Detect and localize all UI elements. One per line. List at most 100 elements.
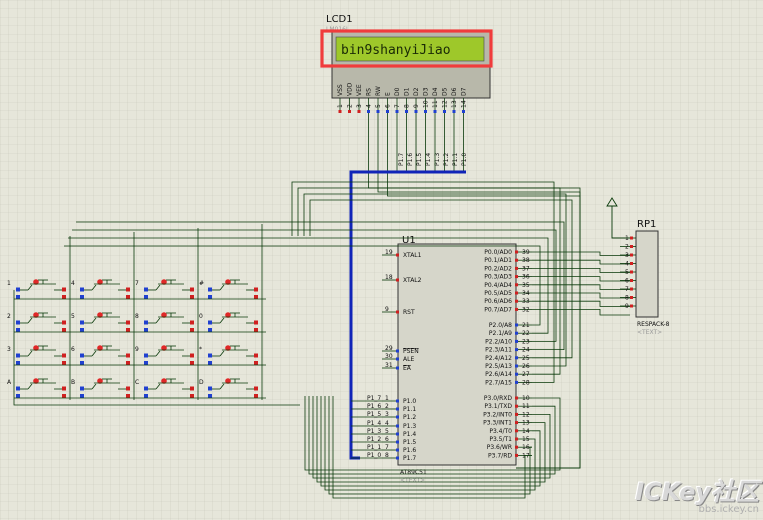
keypad-button[interactable]: 1 <box>7 279 66 299</box>
lcd-pin-number: 5 <box>375 104 382 108</box>
mcu-right-pin-name: P0.3/AD3 <box>484 274 512 281</box>
keypad-button[interactable]: A <box>7 378 66 398</box>
respack-pin: 7 <box>620 286 636 293</box>
mcu-left-pin-name: P1.0 <box>403 398 416 405</box>
lcd-component[interactable]: LCD1 LM016L bin9shanyiJiao VSS1VDD2VEE3R… <box>320 14 493 166</box>
lcd-pin-name: E <box>385 92 392 96</box>
mcu-left-pin-number: 5 <box>385 428 389 435</box>
keypad-button[interactable]: 0 <box>199 312 258 332</box>
lcd-pin-name: D6 <box>451 87 458 96</box>
mcu-right-pin: 25 P2.4/A12 <box>485 355 532 362</box>
keypad-button[interactable]: 4 <box>71 279 130 299</box>
mcu-right-pin-name: P0.0/AD0 <box>484 249 512 256</box>
keypad-label: 6 <box>71 346 75 353</box>
keypad-label: A <box>7 379 12 386</box>
lcd-pin-number: 9 <box>413 104 420 108</box>
respack-pin-number: 4 <box>625 261 629 268</box>
keypad-button[interactable]: B <box>71 378 130 398</box>
lcd-pin-name: VEE <box>356 84 363 96</box>
mcu-body <box>397 243 517 466</box>
mcu-left-pin-number: 18 <box>385 274 393 281</box>
lcd-pin: D18 <box>404 87 411 113</box>
mcu-port-label: P1_5 <box>367 411 381 418</box>
keypad-label: D <box>199 379 204 386</box>
respack-pin: 5 <box>620 269 636 276</box>
keypad-button[interactable]: 9 <box>135 345 194 365</box>
lcd-pin-name: D3 <box>423 87 430 96</box>
lcd-pin-list: VSS1VDD2VEE3RS4RW5E6D07D18D29D310D411D51… <box>337 82 468 113</box>
keypad-button[interactable]: * <box>199 345 258 365</box>
mcu-right-pin-name: P0.1/AD1 <box>484 257 512 264</box>
keypad-label: 0 <box>199 313 203 320</box>
keypad-button[interactable]: 8 <box>135 312 194 332</box>
respack-pin-number: 5 <box>625 269 629 276</box>
mcu-left-pin-number: 31 <box>385 362 393 369</box>
respack-pin: 8 <box>620 295 636 302</box>
keypad-label: 5 <box>71 313 75 320</box>
mcu-left-pin-number: 7 <box>385 444 389 451</box>
mcu-right-pin-number: 25 <box>522 355 530 362</box>
respack-pin: 6 <box>620 278 636 285</box>
mcu-right-pin-name: P3.2/INT0 <box>483 411 512 418</box>
respack-pin-number: 7 <box>625 286 629 293</box>
mcu-left-pin-number: 19 <box>385 249 393 256</box>
mcu-left-pin-number: 8 <box>385 452 389 459</box>
keypad-label: 8 <box>135 313 139 320</box>
mcu-left-pin-number: 2 <box>385 403 389 410</box>
respack-pin-number: 1 <box>625 235 629 242</box>
mcu-right-pin-number: 39 <box>522 249 530 256</box>
mcu-right-pin-number: 28 <box>522 379 530 386</box>
keypad-button[interactable]: 7 <box>135 279 194 299</box>
mcu-right-pin: 34 P0.5/AD5 <box>484 290 532 297</box>
keypad-label: * <box>199 346 202 353</box>
mcu-right-pin: 36 P0.3/AD3 <box>484 274 532 281</box>
keypad-button[interactable]: D <box>199 378 258 398</box>
mcu-right-pin-name: P2.4/A12 <box>485 355 512 362</box>
mcu-right-pin-name: P0.6/AD6 <box>484 298 512 305</box>
mcu-right-pin-number: 14 <box>522 428 530 435</box>
keypad-button[interactable]: 3 <box>7 345 66 365</box>
lcd-bus-label: P1.0 <box>461 153 468 166</box>
mcu-left-pin-name: PSEN <box>403 348 419 355</box>
keypad-button[interactable]: # <box>199 279 258 299</box>
mcu-right-pin-name: P2.3/A11 <box>485 347 512 354</box>
mcu-right-pin-number: 34 <box>522 290 530 297</box>
lcd-pin-name: D1 <box>404 87 411 96</box>
mcu-right-pin-name: P0.7/AD7 <box>484 306 512 313</box>
keypad-button[interactable]: 2 <box>7 312 66 332</box>
mcu-right-pin-number: 26 <box>522 363 530 370</box>
mcu-left-pin-name: P1.4 <box>403 431 416 438</box>
respack-ref-label: RP1 <box>637 219 656 230</box>
keypad-button[interactable]: 5 <box>71 312 130 332</box>
keypad-label: 4 <box>71 280 75 287</box>
keypad-button[interactable]: 6 <box>71 345 130 365</box>
mcu-right-pin-name: P0.5/AD5 <box>484 290 512 297</box>
mcu-left-pin-name: P1.2 <box>403 414 416 421</box>
mcu-model-label: AT89C51 <box>400 469 427 476</box>
keypad-button[interactable]: C <box>135 378 194 398</box>
power-terminal <box>606 197 630 239</box>
lcd-bus-label: P1.4 <box>425 153 432 166</box>
respack-pin-number: 6 <box>625 278 629 285</box>
mcu-right-pin-number: 36 <box>522 274 530 281</box>
